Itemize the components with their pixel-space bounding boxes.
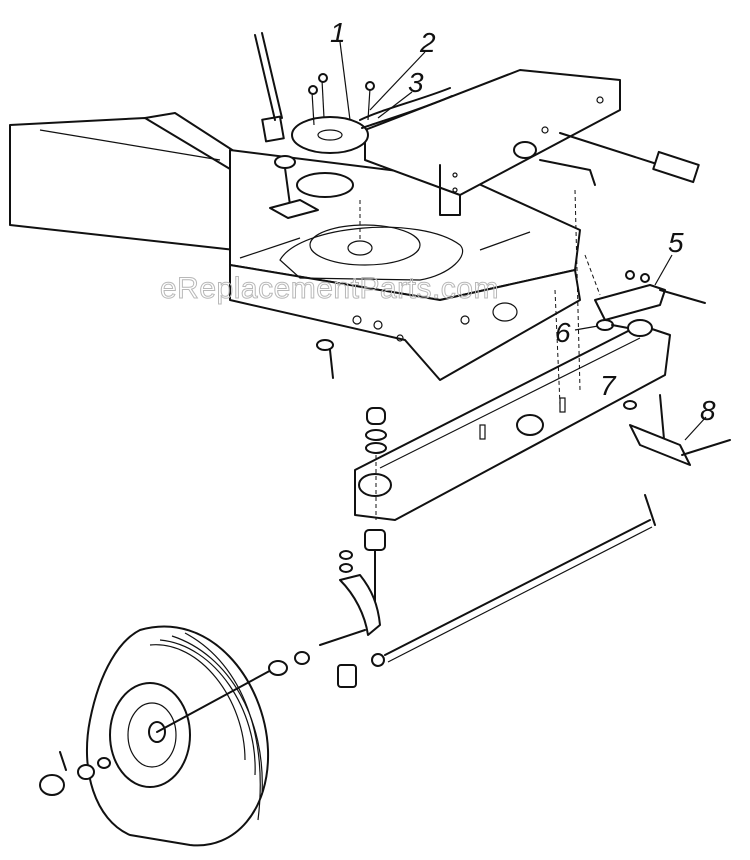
drag-link [359,87,453,129]
steering-bracket [364,69,621,216]
tie-rod [371,494,656,667]
right-spindle [623,394,731,466]
front-wheel [86,625,310,847]
steering-gear-plate [291,73,375,256]
callout-leaders [339,41,707,441]
frame-bolt [316,339,334,379]
callout-7: 7 [600,370,617,401]
left-spindle [319,529,386,688]
steering-arm [594,270,706,321]
front-axle [354,319,671,521]
callout-3: 3 [408,67,424,98]
steering-shaft [254,32,319,219]
callout-5: 5 [668,227,684,258]
callout-1: 1 [330,17,346,48]
callout-6: 6 [555,317,571,348]
watermark: eReplacementParts.com [160,272,499,305]
pivot-bolt [559,132,700,184]
bushing [596,319,629,331]
callout-2: 2 [419,27,436,58]
assembly-guide-lines [359,189,601,520]
tie-rod-small [539,159,596,186]
callout-8: 8 [700,395,716,426]
hub-cap-assembly [39,751,111,796]
